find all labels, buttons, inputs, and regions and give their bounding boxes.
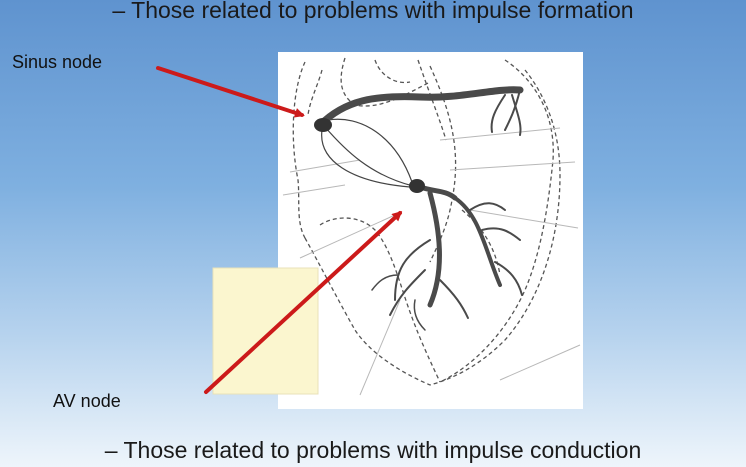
- note-box: [213, 268, 318, 394]
- diagram-panel: [278, 52, 583, 409]
- av-node-label: AV node: [53, 391, 121, 412]
- bottom-bullet-text: – Those related to problems with impulse…: [0, 437, 746, 463]
- sinus-node-label: Sinus node: [12, 52, 102, 73]
- sinus-node-shape: [314, 118, 332, 132]
- av-node-shape: [409, 179, 425, 193]
